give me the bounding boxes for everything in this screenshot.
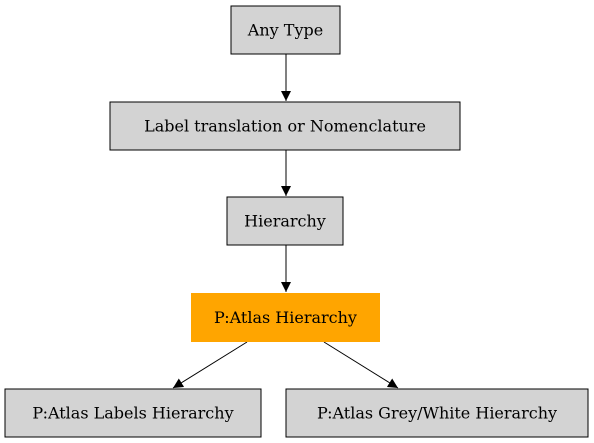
node-label-patlas-grey-white-hierarchy: P:Atlas Grey/White Hierarchy: [317, 404, 557, 423]
node-any-type[interactable]: Any Type: [230, 5, 341, 55]
node-label-any-type: Any Type: [247, 21, 323, 40]
edges: [172, 54, 399, 389]
node-label-hierarchy: Hierarchy: [244, 212, 326, 231]
node-label-patlas-labels-hierarchy: P:Atlas Labels Hierarchy: [32, 404, 233, 423]
node-patlas-grey-white-hierarchy[interactable]: P:Atlas Grey/White Hierarchy: [285, 388, 589, 438]
node-patlas-hierarchy[interactable]: P:Atlas Hierarchy: [191, 293, 380, 342]
node-patlas-labels-hierarchy[interactable]: P:Atlas Labels Hierarchy: [4, 388, 262, 438]
edge-patlas-hierarchy-to-patlas-grey-white-hierarchy: [323, 341, 399, 389]
edge-patlas-hierarchy-to-patlas-labels-hierarchy: [172, 341, 248, 389]
nodes: Any Type Label translation or Nomenclatu…: [4, 5, 589, 438]
node-label-label-translation: Label translation or Nomenclature: [144, 117, 426, 136]
node-hierarchy[interactable]: Hierarchy: [226, 196, 344, 246]
node-label-translation[interactable]: Label translation or Nomenclature: [109, 101, 461, 151]
node-label-patlas-hierarchy: P:Atlas Hierarchy: [214, 308, 357, 327]
